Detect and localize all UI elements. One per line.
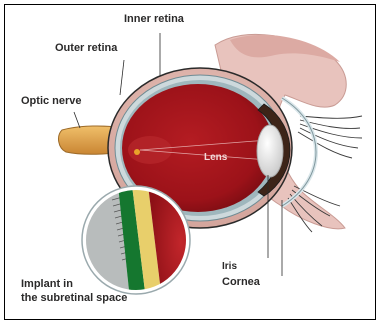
label-cornea: Cornea <box>222 276 260 289</box>
lens-shape <box>257 125 283 177</box>
label-iris: Iris <box>222 260 237 273</box>
label-optic-nerve: Optic nerve <box>21 95 82 108</box>
label-implant-line1: Implant in <box>21 278 73 291</box>
label-lens: Lens <box>204 151 227 164</box>
macula-shape <box>128 136 172 164</box>
label-outer-retina: Outer retina <box>55 42 117 55</box>
fovea-shape <box>134 149 140 155</box>
label-inner-retina: Inner retina <box>124 13 184 26</box>
label-implant-line2: the subretinal space <box>21 292 127 305</box>
